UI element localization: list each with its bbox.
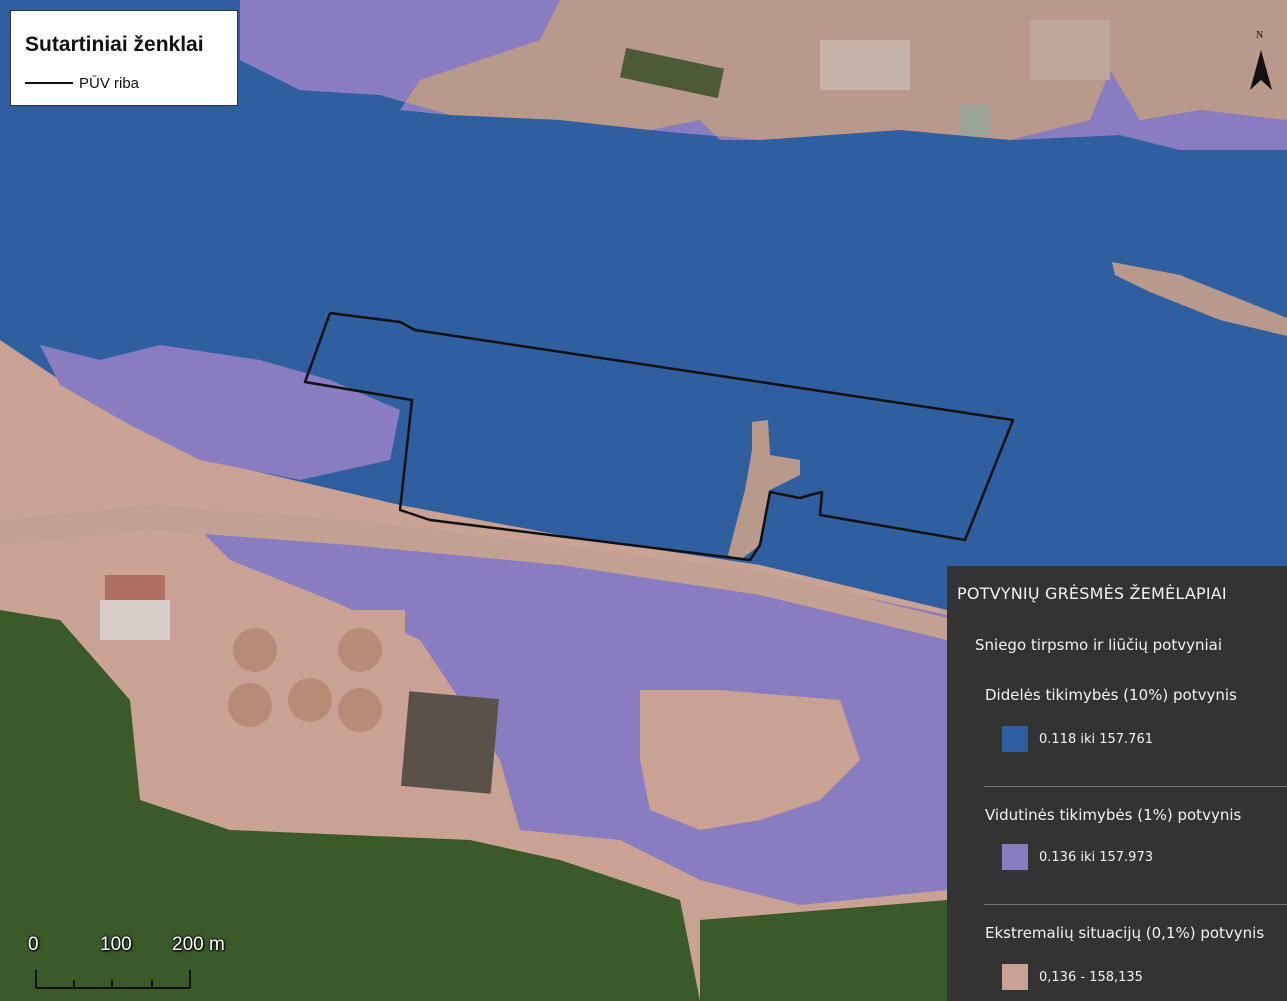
flood-legend-title: POTVYNIŲ GRĖSMĖS ŽEMĖLAPIAI: [957, 584, 1227, 603]
flood-group-label-01: Ekstremalių situacijų (0,1%) potvynis: [985, 924, 1265, 942]
building-white: [100, 600, 170, 640]
legend-title: Sutartiniai ženklai: [25, 33, 204, 56]
river-sandbar: [1112, 262, 1287, 336]
flood-swatch-01: [1002, 964, 1028, 990]
map-legend: Sutartiniai ženklai PŪV riba: [10, 10, 238, 106]
north-arrow: N: [1250, 30, 1272, 92]
divider: [984, 786, 1287, 787]
flood-swatch-10: [1002, 726, 1028, 752]
legend-item-label: PŪV riba: [79, 74, 140, 92]
north-arrow-icon: [1250, 50, 1272, 90]
project-boundary-line: [303, 311, 1015, 562]
flood-legend-panel: POTVYNIŲ GRĖSMĖS ŽEMĖLAPIAI Sniego tirps…: [947, 566, 1287, 1001]
scale-bar: 0 100 200 m: [22, 930, 252, 990]
north-bank-medium-flood: [240, 0, 1287, 150]
flood-group-label-10: Didelės tikimybės (10%) potvynis: [985, 686, 1237, 704]
treatment-tank-1: [233, 628, 277, 672]
north-building-green: [619, 47, 725, 99]
flood-range-10: 0.118 iki 157.761: [1039, 732, 1153, 747]
treatment-basin: [400, 691, 499, 794]
forest-area-south: [700, 900, 947, 1001]
treatment-tank-3: [228, 683, 272, 727]
treatment-tank-2: [338, 628, 382, 672]
embankment-road: [0, 505, 947, 640]
north-building-3: [1030, 20, 1110, 80]
flood-range-01: 0,136 - 158,135: [1039, 970, 1143, 985]
flood-swatch-1: [1002, 844, 1028, 870]
scale-label-100: 100: [100, 934, 132, 955]
forest-area: [0, 610, 700, 1001]
north-building-1: [820, 40, 910, 90]
industrial-land-patch: [640, 690, 860, 830]
scale-label-0: 0: [28, 934, 39, 955]
south-bank-medium-flood-west: [40, 345, 400, 480]
treatment-tank-4: [288, 678, 332, 722]
flood-group-label-1: Vidutinės tikimybės (1%) potvynis: [985, 806, 1242, 824]
flood-range-1: 0.136 iki 157.973: [1039, 850, 1153, 865]
scale-label-200: 200 m: [172, 934, 225, 955]
boundary-line-symbol: [25, 82, 73, 84]
north-building-2: [960, 105, 990, 135]
treatment-tank-5: [338, 688, 382, 732]
north-label: N: [1256, 30, 1264, 41]
river-pier: [728, 420, 800, 560]
divider: [984, 904, 1287, 905]
flood-legend-subtitle: Sniego tirpsmo ir liūčių potvyniai: [975, 636, 1223, 654]
legend-item: PŪV riba: [25, 73, 139, 93]
scale-bar-graphic: [35, 970, 191, 989]
